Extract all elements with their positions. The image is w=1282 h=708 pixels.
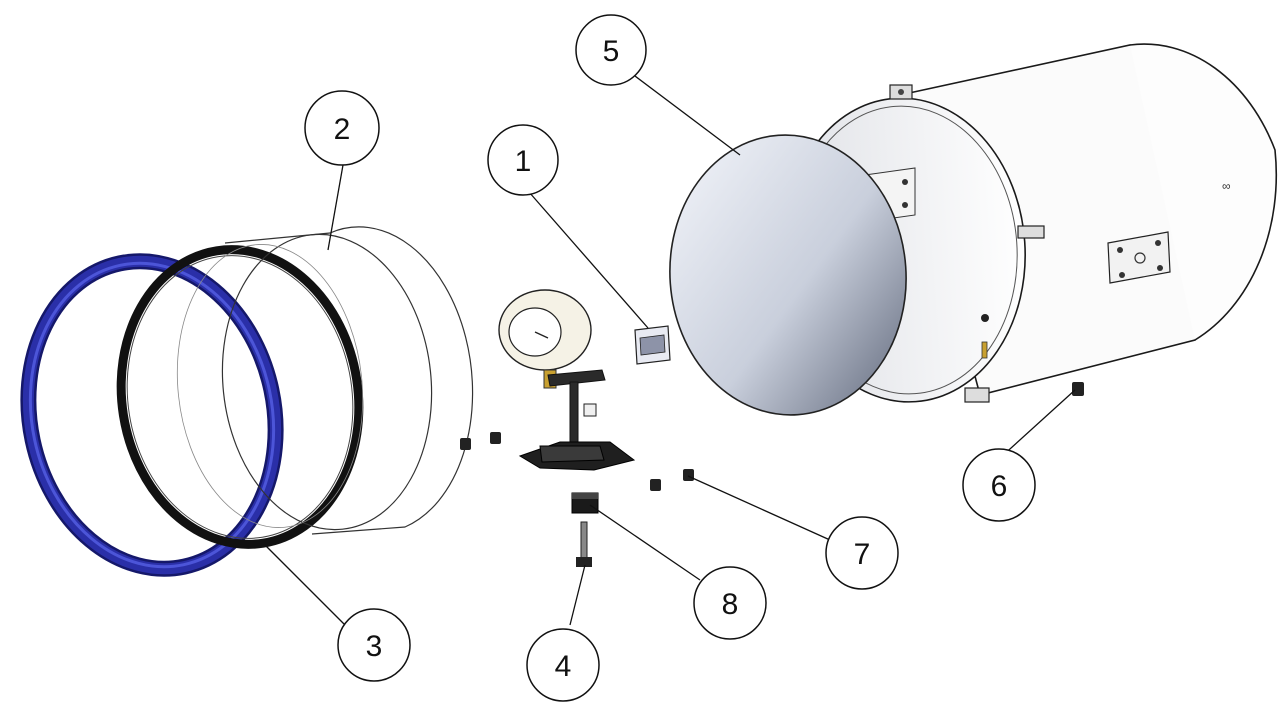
mounting-plate bbox=[1107, 231, 1171, 284]
fasteners bbox=[460, 382, 1084, 491]
blue-seal-ring bbox=[20, 253, 284, 577]
balloon-2: 2 bbox=[304, 90, 380, 166]
svg-text:3: 3 bbox=[366, 630, 383, 663]
latch-bottom bbox=[964, 387, 990, 403]
balloon-6: 6 bbox=[962, 448, 1036, 522]
leader-lines bbox=[264, 75, 1076, 626]
clear-window-cover bbox=[176, 226, 474, 535]
svg-text:2: 2 bbox=[334, 113, 351, 146]
balloon-8: 8 bbox=[693, 566, 767, 640]
connector-block bbox=[634, 325, 671, 365]
svg-text:1: 1 bbox=[515, 145, 532, 178]
svg-text:7: 7 bbox=[854, 538, 871, 571]
svg-text:5: 5 bbox=[603, 35, 620, 68]
sensor-mount-stand bbox=[498, 289, 636, 471]
svg-text:4: 4 bbox=[555, 650, 572, 683]
balloon-4: 4 bbox=[526, 628, 600, 702]
svg-text:6: 6 bbox=[991, 470, 1008, 503]
balloon-7: 7 bbox=[825, 516, 899, 590]
svg-text:∞: ∞ bbox=[1222, 179, 1231, 193]
front-window-disc bbox=[669, 134, 907, 416]
black-gasket-ring bbox=[116, 245, 364, 549]
balloon-1: 1 bbox=[487, 124, 559, 196]
main-housing: ∞ bbox=[784, 43, 1278, 403]
latch-side bbox=[1017, 225, 1045, 239]
svg-text:8: 8 bbox=[722, 588, 739, 621]
cube-nut bbox=[571, 492, 599, 514]
balloon-3: 3 bbox=[337, 608, 411, 682]
latch-top bbox=[889, 84, 913, 100]
balloon-5: 5 bbox=[575, 14, 647, 86]
mounting-bolt bbox=[576, 521, 592, 567]
